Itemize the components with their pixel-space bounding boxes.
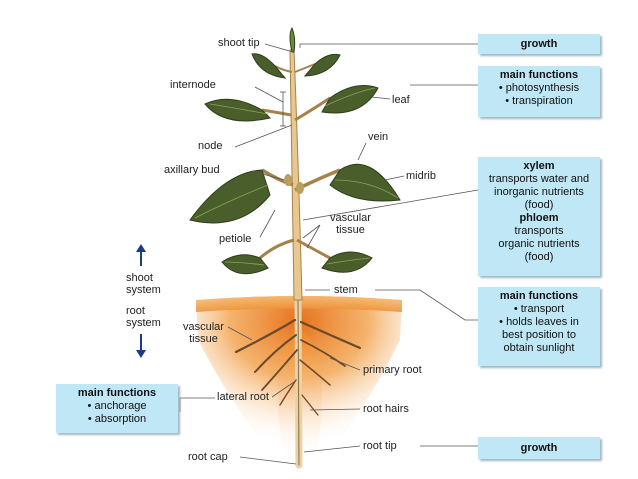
label-root-cap: root cap xyxy=(188,451,228,463)
leaf-functions-line: • photosynthesis xyxy=(498,82,580,94)
leaf-functions-heading: main functions xyxy=(499,69,579,81)
stem-functions-line: • holds leaves in xyxy=(499,316,579,328)
box-vascular-tissue: xylem transports water and inorganic nut… xyxy=(478,157,600,276)
label-vein: vein xyxy=(368,131,389,143)
roots xyxy=(234,296,362,469)
box-growth-bottom: growth xyxy=(478,437,600,459)
phloem-line: transports xyxy=(514,225,564,237)
label-vascular-tissue-lower: vascular tissue xyxy=(183,321,224,345)
box-leaf-functions: main functions • photosynthesis • transp… xyxy=(478,66,600,117)
box-growth-bottom-heading: growth xyxy=(520,442,558,454)
stem-functions-heading: main functions xyxy=(499,290,579,302)
label-internode: internode xyxy=(170,79,216,91)
leaves xyxy=(189,26,401,275)
label-midrib: midrib xyxy=(406,170,436,182)
stem-shape xyxy=(259,49,341,301)
label-shoot-system: shoot system xyxy=(126,272,161,296)
xylem-line: transports water and xyxy=(488,173,590,185)
phloem-heading: phloem xyxy=(519,212,559,224)
root-functions-line: • anchorage xyxy=(87,400,147,412)
leaf-veins xyxy=(194,87,399,266)
box-root-functions: main functions • anchorage • absorption xyxy=(56,384,178,433)
stem-functions-line: best position to xyxy=(502,329,576,341)
label-root-tip: root tip xyxy=(363,440,397,452)
xylem-line: (food) xyxy=(524,199,554,211)
label-root-hairs: root hairs xyxy=(363,403,409,415)
xylem-line: inorganic nutrients xyxy=(494,186,584,198)
leaf-functions-line: • transpiration xyxy=(505,95,573,107)
xylem-heading: xylem xyxy=(523,160,555,172)
label-axillary-bud: axillary bud xyxy=(164,164,220,176)
leader-lines xyxy=(179,43,479,465)
label-shoot-tip: shoot tip xyxy=(218,37,260,49)
stem-functions-line: obtain sunlight xyxy=(503,342,575,354)
box-growth-top-heading: growth xyxy=(520,38,558,50)
stem-functions-line: • transport xyxy=(513,303,565,315)
box-growth-top: growth xyxy=(478,34,600,54)
box-stem-functions: main functions • transport • holds leave… xyxy=(478,287,600,366)
label-primary-root: primary root xyxy=(363,364,422,376)
label-petiole: petiole xyxy=(219,233,252,245)
system-arrows xyxy=(136,244,146,358)
label-root-system: root system xyxy=(126,305,161,329)
label-vascular-tissue-upper: vascular tissue xyxy=(330,212,371,236)
phloem-line: (food) xyxy=(524,251,554,263)
label-node: node xyxy=(198,140,223,152)
label-stem: stem xyxy=(334,284,358,296)
phloem-line: organic nutrients xyxy=(498,238,580,250)
root-functions-line: • absorption xyxy=(87,413,147,425)
root-functions-heading: main functions xyxy=(77,387,157,399)
label-lateral-root: lateral root xyxy=(217,391,269,403)
label-leaf: leaf xyxy=(392,94,410,106)
